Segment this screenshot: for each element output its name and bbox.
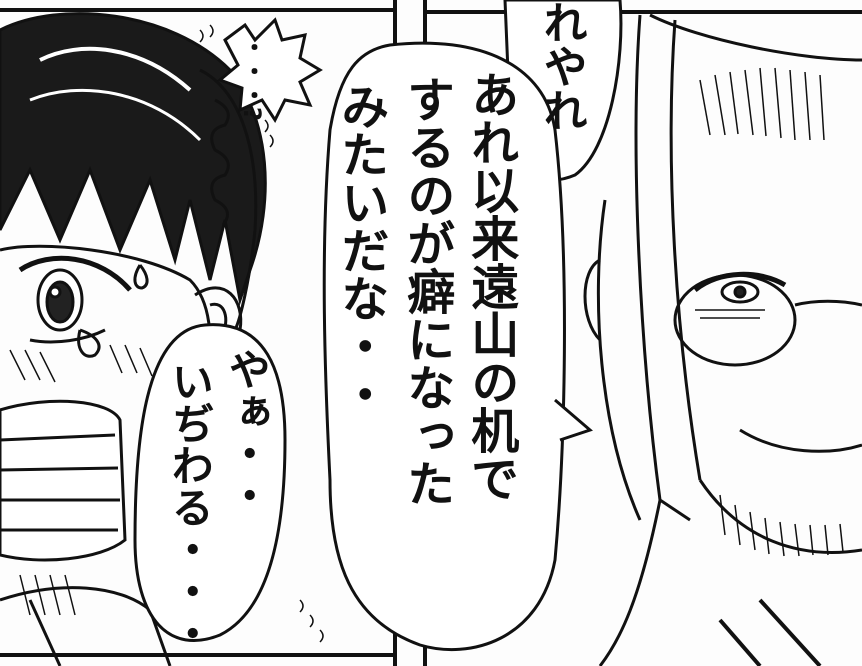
surprise-burst	[217, 17, 323, 124]
speech-bubble-small-line-1: やぁ・・	[222, 348, 272, 516]
speech-bubble-main-line-1: あれ以来遠山の机で	[462, 70, 519, 502]
girl-character	[0, 12, 267, 666]
speech-bubble-main-line-2: するのが癖になった	[398, 75, 455, 507]
sound-effect-text: ・・・?	[238, 35, 266, 121]
speech-bubble-top-text: れやれ	[535, 0, 587, 132]
speech-bubble-main-shape	[322, 41, 566, 652]
man-character	[583, 13, 862, 666]
speech-bubble-small-shape	[133, 323, 287, 642]
speech-bubble-main-line-3: みたいだな・・	[332, 82, 389, 418]
speech-bubble-small-line-2: いぢわる・・・	[165, 360, 215, 654]
tremble-lines	[199, 24, 324, 643]
